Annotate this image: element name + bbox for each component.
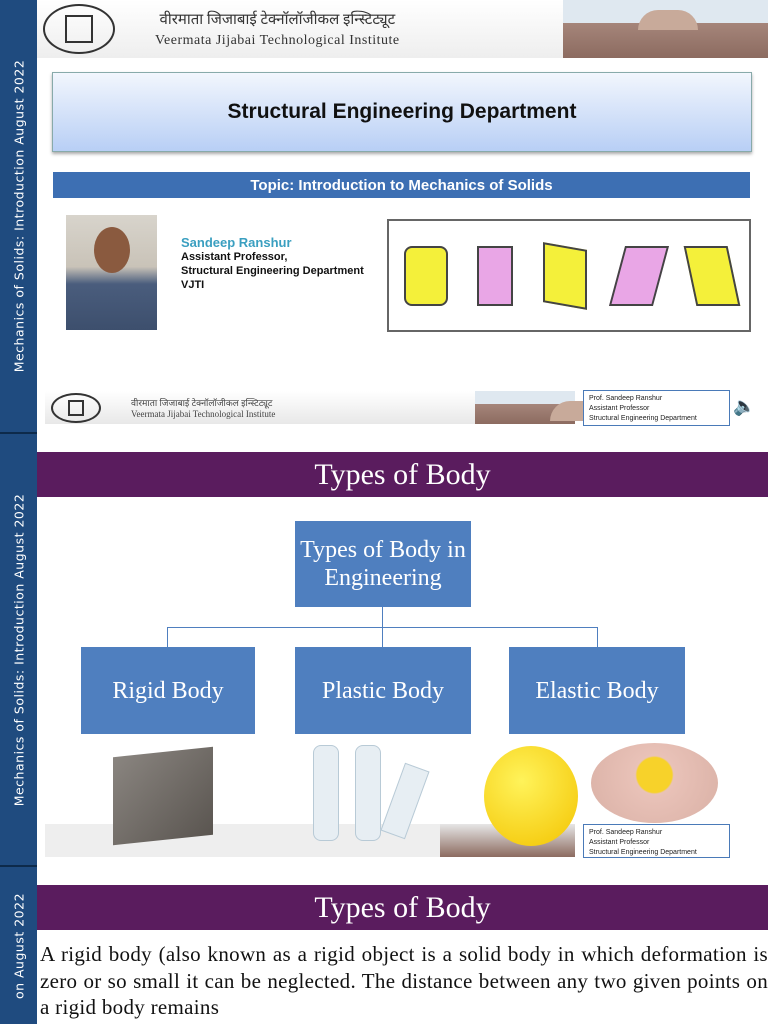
topic-bar: Topic: Introduction to Mechanics of Soli… xyxy=(53,172,750,198)
deformation-illustration xyxy=(387,219,751,332)
footer-hindi: वीरमाता जिजाबाई टेक्नॉलॉजीकल इन्स्टिट्यू… xyxy=(131,398,273,408)
presenter-dept: Structural Engineering Department xyxy=(181,265,364,277)
sidebar-text: Mechanics of Solids: Introduction August… xyxy=(11,59,26,373)
slide2-sidebar: Mechanics of Solids: Introduction August… xyxy=(0,434,37,867)
bottle-image xyxy=(313,745,339,841)
banner-english: Veermata Jijabai Technological Institute xyxy=(155,33,400,48)
node-rigid-body: Rigid Body xyxy=(81,647,255,734)
footer-banner: वीरमाता जिजाबाई टेक्नॉलॉजीकल इन्स्टिट्यू… xyxy=(45,391,610,424)
slide1-sidebar: Mechanics of Solids: Introduction August… xyxy=(0,0,37,434)
footer-line: Structural Engineering Department xyxy=(589,415,697,422)
node-elastic-body: Elastic Body xyxy=(509,647,685,734)
footer-line: Prof. Sandeep Ranshur xyxy=(589,395,663,402)
institute-logo xyxy=(51,392,101,423)
rigid-body-definition: A rigid body (also known as a rigid obje… xyxy=(40,942,768,1019)
slide3-sidebar: on August 2022 xyxy=(0,867,37,1024)
building-image xyxy=(475,391,610,424)
bottle-image xyxy=(355,745,381,841)
smiley-ball-image xyxy=(484,746,578,846)
speaker-icon[interactable]: 🔈 xyxy=(733,396,756,416)
connector-line xyxy=(382,607,383,627)
building-image xyxy=(563,0,768,58)
slide3-heading: Types of Body xyxy=(37,885,768,930)
slide-title: Structural Engineering Department xyxy=(52,72,752,152)
root-node: Types of Body in Engineering xyxy=(295,521,471,607)
hand-squeezing-ball-image xyxy=(591,743,718,823)
node-plastic-body: Plastic Body xyxy=(295,647,471,734)
connector-line xyxy=(167,627,168,647)
stone-cube-image xyxy=(113,746,213,846)
banner-hindi: वीरमाता जिजाबाई टेक्नॉलॉजीकल इन्स्टिट्यू… xyxy=(159,12,396,28)
presenter-name: Sandeep Ranshur xyxy=(181,235,292,250)
footer-english: Veermata Jijabai Technological Institute xyxy=(131,409,276,419)
sidebar-text: Mechanics of Solids: Introduction August… xyxy=(11,493,26,806)
institute-logo xyxy=(43,4,115,54)
slide2-heading: Types of Body xyxy=(37,452,768,497)
presenter-info: Sandeep Ranshur Assistant Professor, Str… xyxy=(181,236,364,292)
sidebar-text: on August 2022 xyxy=(11,892,26,999)
footer-line: Assistant Professor xyxy=(589,839,650,846)
footer-line: Assistant Professor xyxy=(589,405,650,412)
footer-line: Structural Engineering Department xyxy=(589,849,697,856)
institute-banner: वीरमाता जिजाबाई टेक्नॉलॉजीकल इन्स्टिट्यू… xyxy=(37,0,768,58)
presenter-role: Assistant Professor, xyxy=(181,251,288,263)
footer-line: Prof. Sandeep Ranshur xyxy=(589,829,663,836)
presenter-photo xyxy=(66,215,157,330)
connector-line xyxy=(382,627,383,647)
connector-line xyxy=(597,627,598,647)
presenter-inst: VJTI xyxy=(181,279,205,291)
